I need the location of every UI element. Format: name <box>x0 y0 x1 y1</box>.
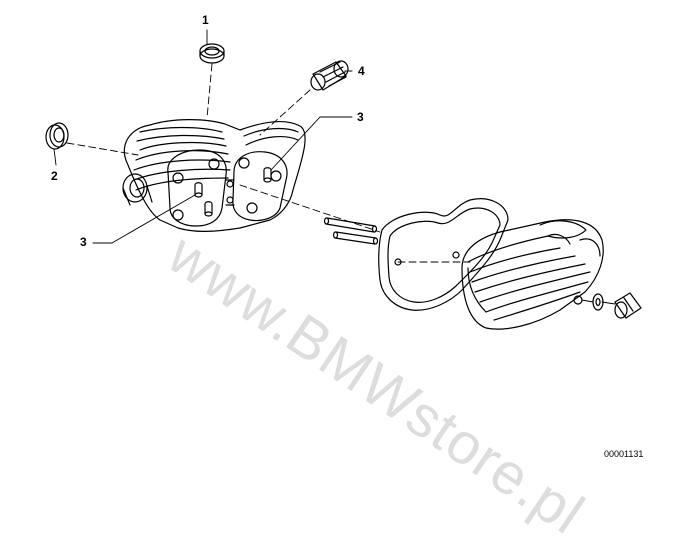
document-number: 00001131 <box>604 449 644 459</box>
callout-2: 2 <box>51 169 58 183</box>
callout-3-upper: 3 <box>357 110 364 124</box>
leader-lines <box>53 29 616 305</box>
callout-4: 4 <box>358 64 365 78</box>
valve-cover <box>461 219 604 330</box>
parts-diagram: www.BMWstore.pl 1 2 3 3 4 00001131 <box>45 13 644 547</box>
bushing-part-4 <box>310 60 349 91</box>
exploded-view-drawing <box>45 29 642 330</box>
cylinder-head <box>122 119 306 232</box>
cap-nut-with-washer <box>592 292 642 319</box>
valve-cover-gasket <box>378 198 509 311</box>
sealing-ring-part-1 <box>199 43 225 64</box>
ring-part-2 <box>45 122 69 150</box>
callout-3-lower: 3 <box>80 235 87 249</box>
callout-1: 1 <box>202 13 209 27</box>
